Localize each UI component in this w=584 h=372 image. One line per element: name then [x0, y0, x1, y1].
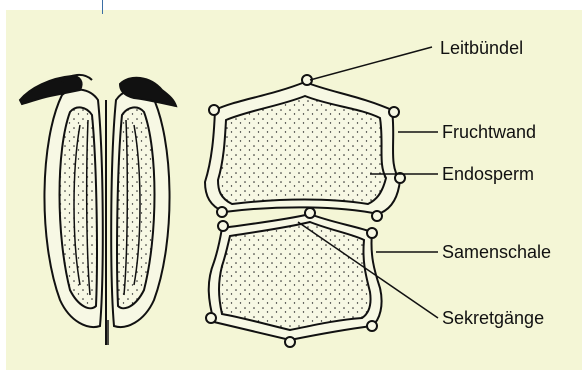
- label-endosperm: Endosperm: [442, 164, 534, 184]
- upper-cross-section: [205, 75, 405, 221]
- lower-cross-section: [206, 208, 382, 347]
- label-samenschale: Samenschale: [442, 242, 551, 262]
- label-fruchtwand: Fruchtwand: [442, 122, 536, 142]
- label-leitbuendel: Leitbündel: [440, 38, 523, 58]
- label-sekretgaenge: Sekretgänge: [442, 308, 544, 328]
- lower-endosperm: [219, 222, 371, 330]
- leader-leitbuendel: [310, 47, 432, 80]
- longitudinal-section: [20, 75, 176, 345]
